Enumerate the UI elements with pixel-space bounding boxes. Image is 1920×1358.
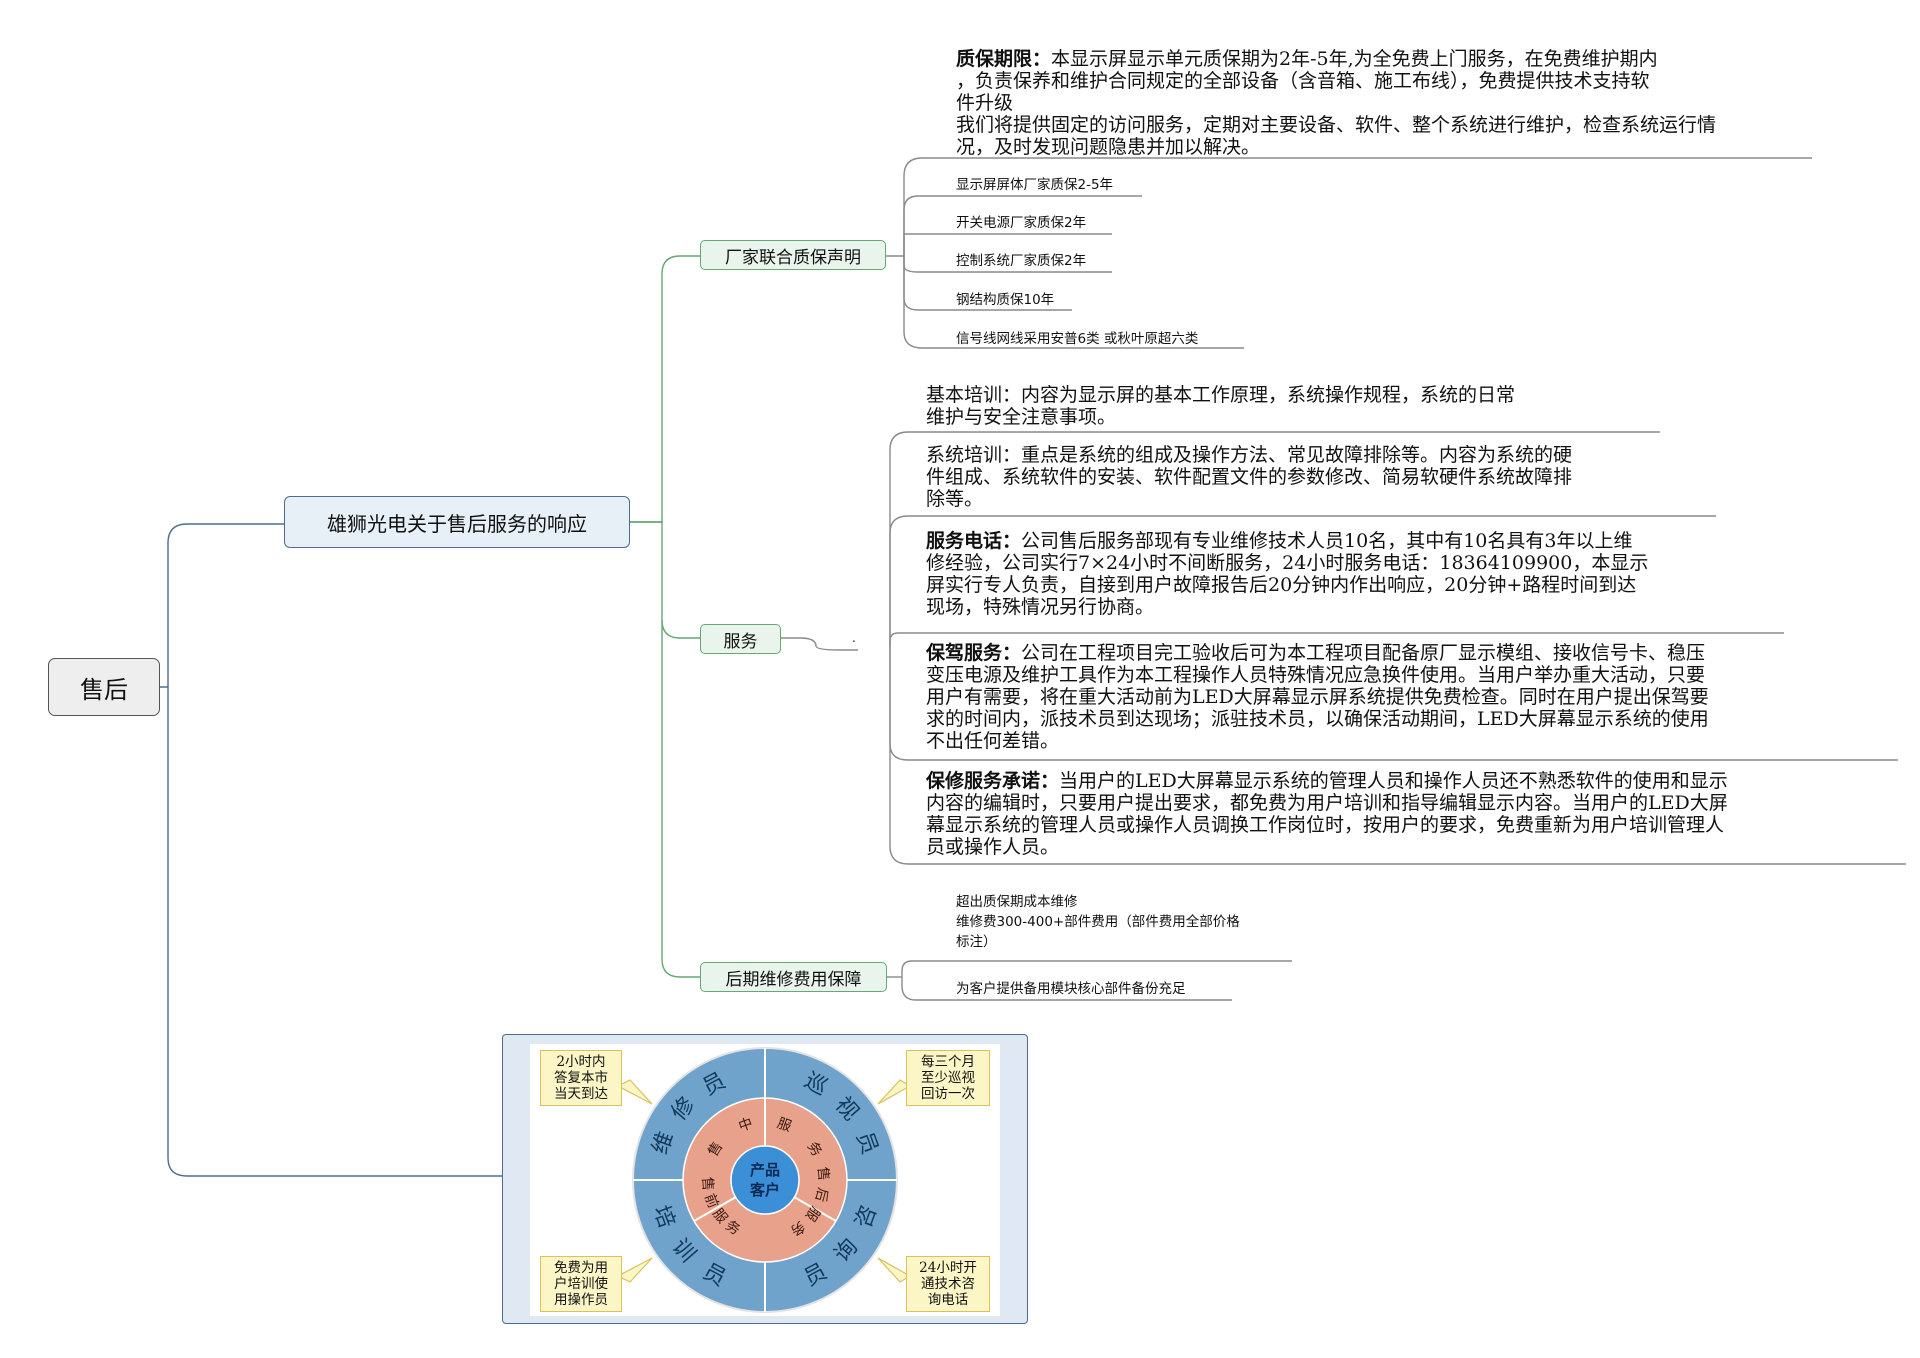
wheel-center-label: 产品 <box>750 1161 780 1179</box>
warranty-note: 质保期限：本显示屏显示单元质保期为2年-5年,为全免费上门服务，在免费维护期内 … <box>956 48 1717 158</box>
main-topic-node[interactable]: 雄狮光电关于售后服务的响应 <box>284 496 630 548</box>
callout-bottom-left: 免费为用 户培训使 用操作员 <box>540 1256 622 1312</box>
callout-pointer <box>877 1079 912 1105</box>
escort-service-text: 保驾服务：公司在工程项目完工验收后可为本工程项目配备原厂显示模组、接收信号卡、稳… <box>926 642 1709 752</box>
root-to-main-connector <box>160 523 284 688</box>
callout-pointer <box>616 1257 653 1283</box>
wheel-center <box>730 1145 800 1215</box>
inner-ring-label-char: 前 <box>701 1191 722 1210</box>
maintenance-cost-item[interactable]: 超出质保期成本维修 维修费300-400+部件费用（部件费用全部价格 标注） <box>956 894 1240 950</box>
inner-divider <box>793 1196 837 1222</box>
root-node[interactable]: 售后 <box>48 658 160 716</box>
callout-top-right: 每三个月 至少巡视 回访一次 <box>906 1050 990 1106</box>
system-training-text: 系统培训：重点是系统的组成及操作方法、常见故障排除等。内容为系统的硬 件组成、系… <box>926 444 1573 510</box>
basic-training-text: 基本培训：内容为显示屏的基本工作原理，系统操作规程，系统的日常 维护与安全注意事… <box>926 384 1516 428</box>
root-to-image-connector <box>167 687 502 1177</box>
warranty-item[interactable]: 控制系统厂家质保2年 <box>956 253 1087 269</box>
callout-pointer <box>877 1257 912 1283</box>
warranty-item[interactable]: 信号线网线采用安普6类 或秋叶原超六类 <box>956 331 1199 347</box>
main-to-service-connector <box>630 521 700 639</box>
inner-ring-label-char: 售 <box>699 1176 716 1191</box>
warranty-item[interactable]: 钢结构质保10年 <box>956 292 1055 308</box>
inner-ring-label-char: 售 <box>814 1166 831 1182</box>
service-phone-text: 服务电话：公司售后服务部现有专业维修技术人员10名，其中有10名具有3年以上维 … <box>926 530 1649 618</box>
wheel-center-label: 客户 <box>749 1181 780 1199</box>
main-to-warranty-connector <box>630 255 700 523</box>
warranty-commitment-text: 保修服务承诺：当用户的LED大屏幕显示系统的管理人员和操作人员还不熟悉软件的使用… <box>926 770 1728 858</box>
warranty-item[interactable]: 显示屏屏体厂家质保2-5年 <box>956 177 1114 193</box>
warranty-node[interactable]: 厂家联合质保声明 <box>700 240 886 270</box>
warranty-note-title: 质保期限： <box>956 48 1052 70</box>
service-node[interactable]: 服务 <box>700 624 781 654</box>
warranty-item[interactable]: 开关电源厂家质保2年 <box>956 215 1087 231</box>
main-to-maintenance-connector <box>661 620 700 978</box>
inner-ring-label-char: 服 <box>775 1115 794 1135</box>
inner-divider <box>693 1196 737 1222</box>
callout-top-left: 2小时内 答复本市 当天到达 <box>540 1050 622 1106</box>
service-dot: . <box>852 631 856 645</box>
callout-pointer <box>616 1079 653 1105</box>
inner-ring-label-char: 中 <box>737 1115 756 1135</box>
callout-bottom-right: 24小时开 通技术咨 询电话 <box>906 1256 990 1312</box>
inner-ring-label-char: 后 <box>812 1186 831 1204</box>
maintenance-backup-item[interactable]: 为客户提供备用模块核心部件备份充足 <box>956 981 1186 997</box>
maintenance-node[interactable]: 后期维修费用保障 <box>700 962 887 992</box>
